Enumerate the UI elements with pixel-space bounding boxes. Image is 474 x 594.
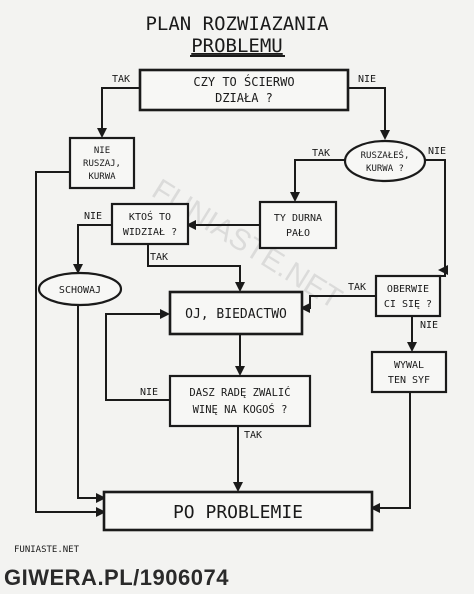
node-ktos-widzial: [110, 202, 190, 246]
node-ktos-widzial-line2: WIDZIAŁ ?: [123, 227, 177, 238]
node-oj-biedactwo: [168, 290, 304, 336]
edge-ruszales-tak: [290, 159, 345, 202]
source-footer: GIWERA.PL/1906074: [4, 565, 229, 590]
node-wywal: [370, 350, 448, 394]
node-czy-dziala: [138, 68, 350, 112]
label-tak-1: TAK: [112, 74, 130, 85]
credit-text: FUNIASTE.NET: [14, 545, 80, 555]
node-dasz-rade-line2: WINĘ NA KOGOŚ ?: [193, 403, 288, 416]
node-schowaj-line1: SCHOWAJ: [59, 285, 101, 296]
label-tak-5: TAK: [244, 430, 262, 441]
edge-ruszaj-end: [35, 171, 106, 517]
edge-ktos-nie: [73, 224, 112, 274]
edge-ktos-tak: [147, 242, 245, 292]
node-nie-ruszaj-line3: KURWA: [88, 172, 116, 182]
edge-wywal-end: [370, 392, 411, 513]
node-nie-ruszaj-line1: NIE: [94, 146, 110, 156]
label-tak-4: TAK: [348, 282, 366, 293]
edge-oberwie-tak: [300, 295, 376, 313]
label-nie-3: NIE: [84, 211, 102, 222]
node-ty-durna-line2: PAŁO: [286, 228, 310, 239]
node-ty-durna-line1: TY DURNA: [274, 213, 322, 224]
node-czy-dziala-line2: DZIAŁA ?: [215, 91, 273, 105]
node-oberwie-line1: OBERWIE: [387, 284, 429, 295]
edge-schowaj-end: [77, 306, 106, 503]
node-ktos-widzial-line1: KTOŚ TO: [129, 210, 171, 223]
node-ty-durna: [258, 200, 338, 250]
node-czy-dziala-line1: CZY TO ŚCIERWO: [193, 74, 294, 89]
edge-dziala-nie: [348, 87, 390, 140]
node-po-problemie-line1: PO PROBLEMIE: [173, 502, 303, 523]
node-wywal-line2: TEN SYF: [388, 375, 430, 386]
label-nie-2: NIE: [428, 146, 446, 157]
edge-dziala-tak: [97, 87, 140, 138]
edge-ruszales-nie: [425, 159, 446, 277]
label-tak-3: TAK: [150, 252, 168, 263]
node-oj-biedactwo-line1: OJ, BIEDACTWO: [185, 307, 287, 322]
title-line2: PROBLEMU: [191, 35, 283, 57]
node-dasz-rade-line1: DASZ RADĘ ZWALIĆ: [189, 386, 290, 399]
node-oberwie-line2: CI SIĘ ?: [384, 299, 432, 310]
node-dasz-rade: [168, 374, 312, 428]
node-nie-ruszaj-line2: RUSZAJ,: [83, 159, 121, 169]
node-ruszales: [343, 139, 427, 183]
label-nie-5: NIE: [140, 387, 158, 398]
node-nie-ruszaj: [68, 136, 136, 190]
node-ruszales-line2: KURWA ?: [366, 164, 404, 174]
node-wywal-line1: WYWAL: [394, 360, 424, 371]
node-oberwie: [374, 274, 442, 318]
label-nie-1: NIE: [358, 74, 376, 85]
label-nie-4: NIE: [420, 320, 438, 331]
edge-dasz-nie: [105, 309, 170, 401]
footer-bar: [0, 564, 474, 594]
node-ruszales-line1: RUSZAŁEŚ,: [361, 149, 410, 161]
node-schowaj: [37, 271, 123, 307]
label-tak-2: TAK: [312, 148, 330, 159]
node-po-problemie: [102, 490, 374, 532]
title-line1: PLAN ROZWIAZANIA: [145, 13, 329, 35]
